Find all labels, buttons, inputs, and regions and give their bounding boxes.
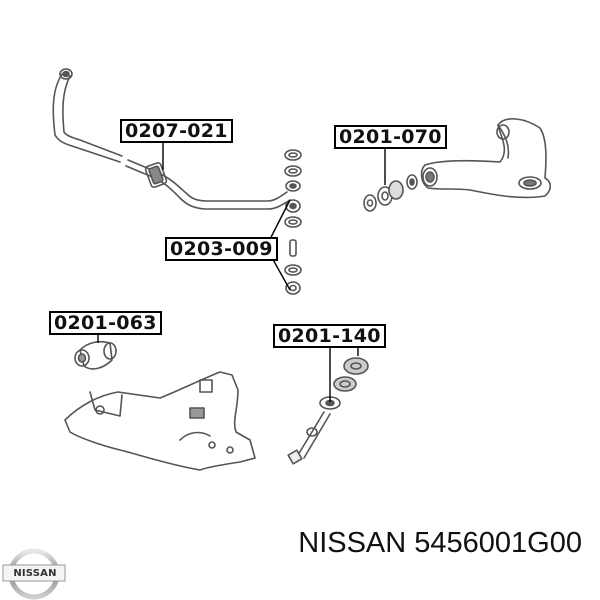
crossmember-drawing xyxy=(64,371,256,471)
link-bushing-stack-drawing xyxy=(284,149,302,295)
callout-0201-140: 0201-140 xyxy=(273,324,386,348)
callout-0201-063: 0201-063 xyxy=(49,311,162,335)
callout-0203-009: 0203-009 xyxy=(165,237,278,261)
callout-0207-021: 0207-021 xyxy=(120,119,233,143)
part-caption: NISSAN 5456001G00 xyxy=(298,527,582,559)
callout-0201-070: 0201-070 xyxy=(334,125,447,149)
stabilizer-bar-drawing xyxy=(52,68,291,210)
lower-arm-bushing-drawing xyxy=(74,340,117,370)
nissan-logo-text: NISSAN xyxy=(13,568,57,579)
tension-rod-drawing xyxy=(287,357,369,465)
upper-control-arm-drawing xyxy=(363,118,552,212)
nissan-logo-icon xyxy=(2,548,66,600)
